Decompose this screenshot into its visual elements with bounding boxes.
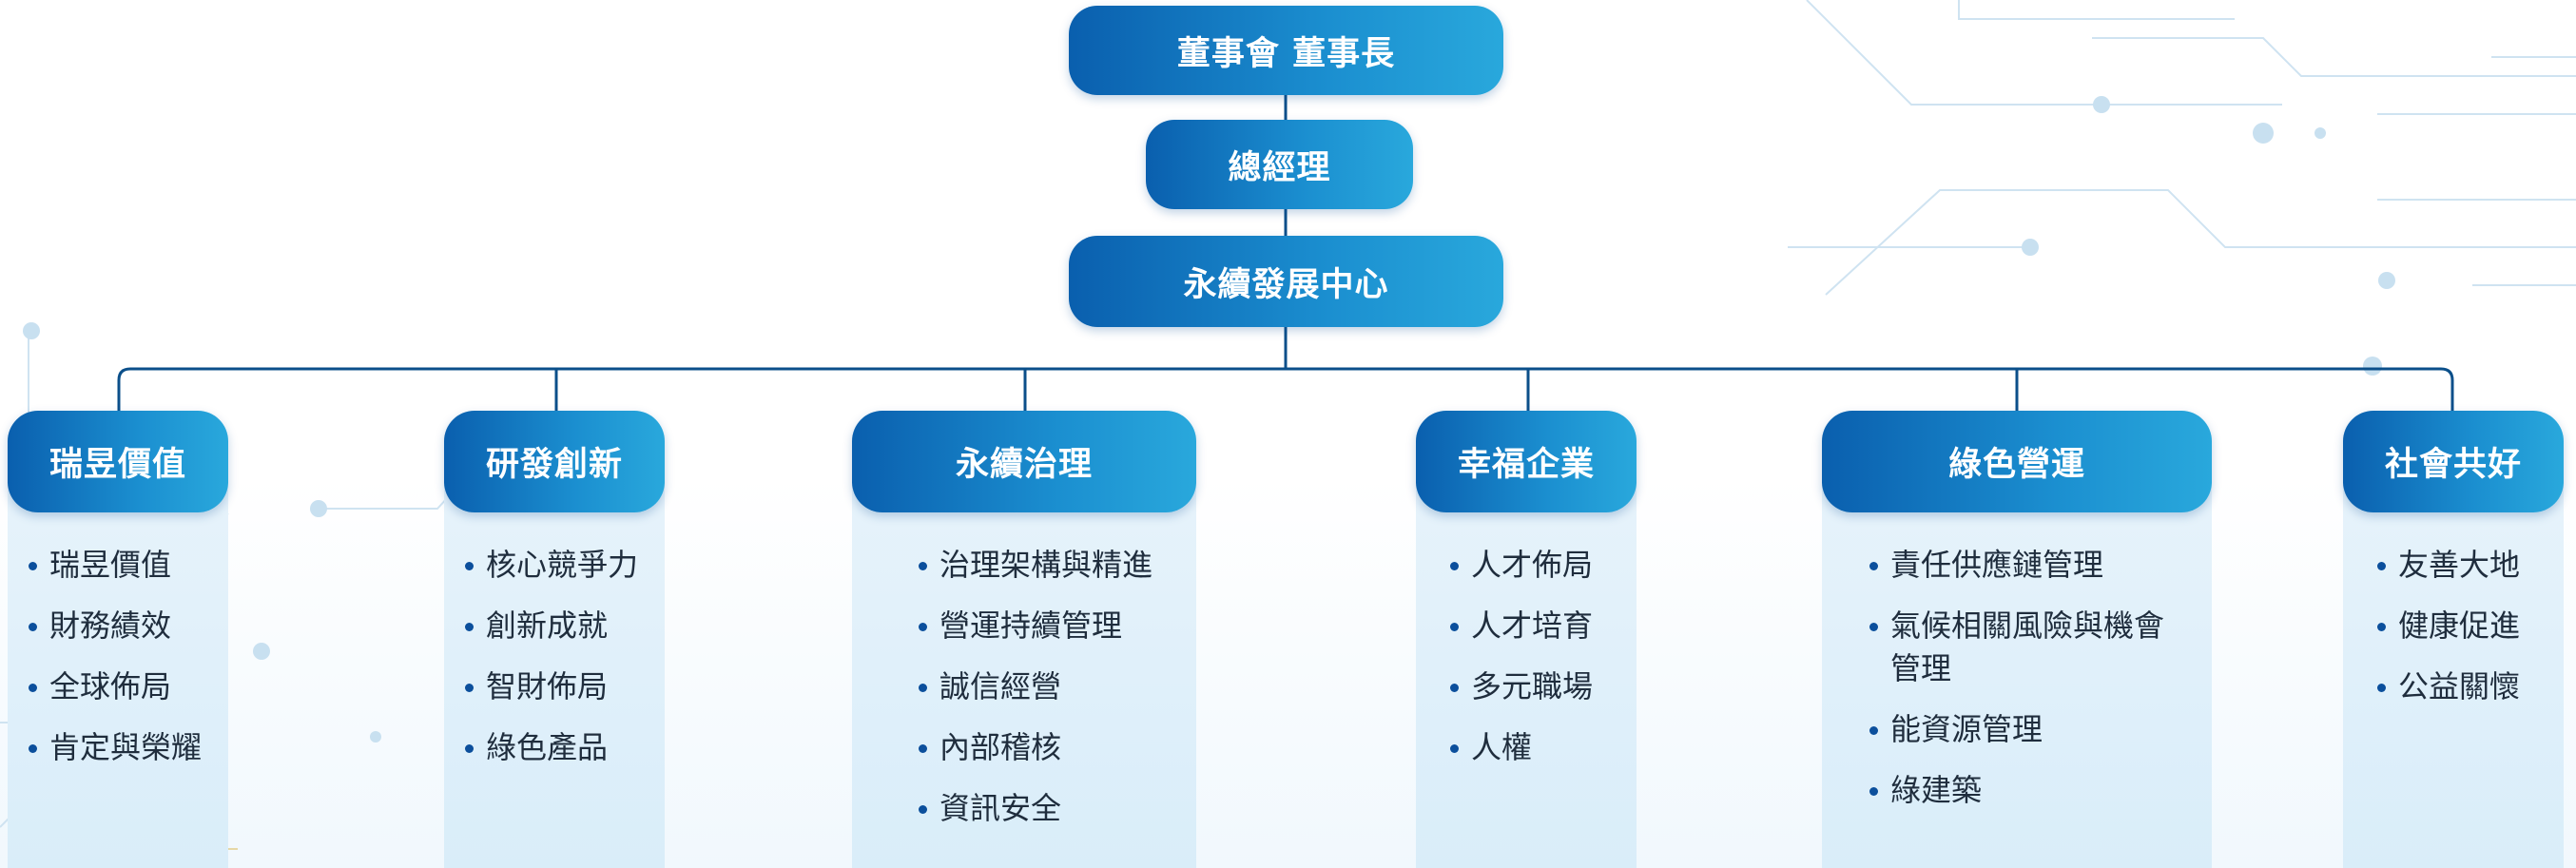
column-panel xyxy=(1416,468,1637,868)
list-item: 肯定與榮耀 xyxy=(8,726,228,769)
column-item-list: 核心競爭力 創新成就 智財佈局 綠色產品 xyxy=(444,544,665,787)
list-item: 全球佈局 xyxy=(8,665,228,708)
list-item: 公益關懷 xyxy=(2356,665,2564,708)
column-item-list: 瑞昱價值 財務績效 全球佈局 肯定與榮耀 xyxy=(8,544,228,787)
list-item: 內部稽核 xyxy=(898,726,1196,769)
column-panel xyxy=(1822,468,2212,868)
column-item-list: 友善大地 健康促進 公益關懷 xyxy=(2356,544,2564,726)
list-item: 瑞昱價值 xyxy=(8,544,228,587)
list-item: 綠色產品 xyxy=(444,726,665,769)
column-header: 永續治理 xyxy=(852,411,1196,512)
list-item: 核心競爭力 xyxy=(444,544,665,587)
list-item: 氣候相關風險與機會管理 xyxy=(1849,605,2191,690)
column-panel xyxy=(852,468,1196,868)
sustainability-center-node: 永續發展中心 xyxy=(1069,236,1503,327)
column-title: 永續治理 xyxy=(955,446,1093,484)
column-item-list: 治理架構與精進 營運持續管理 誠信經營 內部稽核 資訊安全 xyxy=(898,544,1196,848)
column-panel xyxy=(444,468,665,868)
column-item-list: 人才佈局 人才培育 多元職場 人權 xyxy=(1429,544,1637,787)
list-item: 財務績效 xyxy=(8,605,228,647)
list-item: 友善大地 xyxy=(2356,544,2564,587)
list-item: 人才培育 xyxy=(1429,605,1637,647)
column-title: 幸福企業 xyxy=(1457,446,1595,484)
list-item: 多元職場 xyxy=(1429,665,1637,708)
column-header: 綠色營運 xyxy=(1822,411,2212,512)
list-item: 能資源管理 xyxy=(1849,708,2191,751)
list-item: 智財佈局 xyxy=(444,665,665,708)
list-item: 營運持續管理 xyxy=(898,605,1196,647)
column-panel xyxy=(2343,468,2564,868)
column-title: 綠色營運 xyxy=(1947,446,2085,484)
board-chairman-label: 董事會 董事長 xyxy=(1176,34,1396,73)
column-item-list: 責任供應鏈管理 氣候相關風險與機會管理 能資源管理 綠建築 xyxy=(1849,544,2191,830)
list-item: 責任供應鏈管理 xyxy=(1849,544,2191,587)
connector-bus xyxy=(117,367,2454,411)
column-header: 研發創新 xyxy=(444,411,665,512)
list-item: 人才佈局 xyxy=(1429,544,1637,587)
column-header: 幸福企業 xyxy=(1416,411,1637,512)
column-header: 瑞昱價值 xyxy=(8,411,228,512)
list-item: 治理架構與精進 xyxy=(898,544,1196,587)
list-item: 誠信經營 xyxy=(898,665,1196,708)
general-manager-label: 總經理 xyxy=(1228,148,1331,187)
column-header: 社會共好 xyxy=(2343,411,2564,512)
board-chairman-node: 董事會 董事長 xyxy=(1069,6,1503,95)
column-title: 研發創新 xyxy=(485,446,623,484)
column-panel xyxy=(8,468,228,868)
column-title: 社會共好 xyxy=(2384,446,2522,484)
sustainability-center-label: 永續發展中心 xyxy=(1183,265,1389,304)
column-title: 瑞昱價值 xyxy=(48,446,186,484)
list-item: 人權 xyxy=(1429,726,1637,769)
list-item: 綠建築 xyxy=(1849,769,2191,812)
list-item: 創新成就 xyxy=(444,605,665,647)
general-manager-node: 總經理 xyxy=(1146,120,1413,209)
list-item: 資訊安全 xyxy=(898,787,1196,830)
list-item: 健康促進 xyxy=(2356,605,2564,647)
